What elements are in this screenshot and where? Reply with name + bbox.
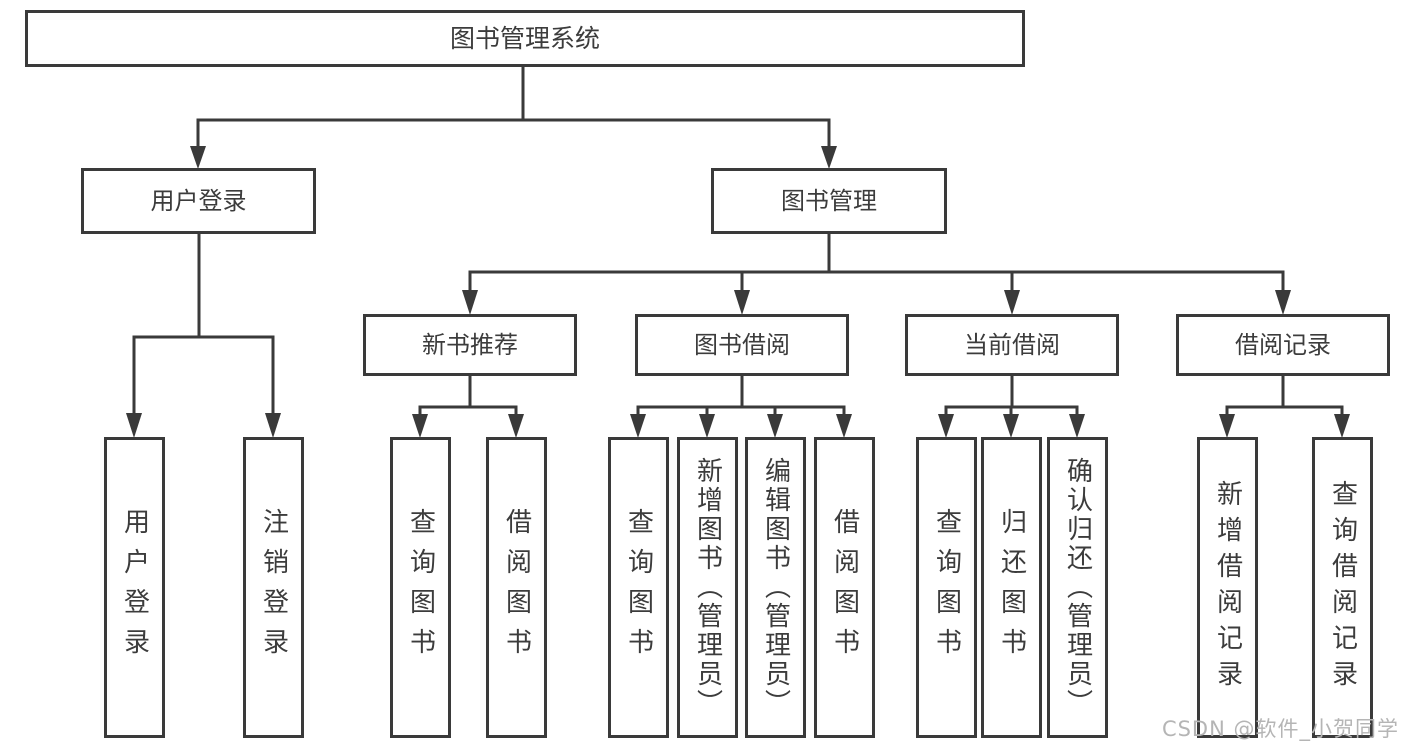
node-current-borrow: 当前借阅 bbox=[905, 314, 1119, 376]
leaf-query-books-borrow: 查询图书 bbox=[608, 437, 669, 738]
leaf-return-books: 归还图书 bbox=[981, 437, 1042, 738]
node-root-system: 图书管理系统 bbox=[25, 10, 1025, 67]
node-book-borrow: 图书借阅 bbox=[635, 314, 849, 376]
leaf-add-borrow-record: 新增借阅记录 bbox=[1197, 437, 1258, 738]
leaf-add-books-admin: 新增图书（管理员） bbox=[677, 437, 738, 738]
leaf-query-books-current: 查询图书 bbox=[916, 437, 977, 738]
leaf-query-borrow-record: 查询借阅记录 bbox=[1312, 437, 1373, 738]
leaf-confirm-return-admin: 确认归还（管理员） bbox=[1047, 437, 1108, 738]
node-borrow-records: 借阅记录 bbox=[1176, 314, 1390, 376]
node-user-login: 用户登录 bbox=[81, 168, 316, 234]
leaf-query-books-recommend: 查询图书 bbox=[390, 437, 451, 738]
csdn-watermark: CSDN @软件_小贺同学 bbox=[1161, 717, 1399, 741]
leaf-borrow-books-recommend: 借阅图书 bbox=[486, 437, 547, 738]
leaf-logout: 注销登录 bbox=[243, 437, 304, 738]
node-new-book-recommend: 新书推荐 bbox=[363, 314, 577, 376]
leaf-user-login: 用户登录 bbox=[104, 437, 165, 738]
node-book-management: 图书管理 bbox=[711, 168, 947, 234]
leaf-edit-books-admin: 编辑图书（管理员） bbox=[745, 437, 806, 738]
leaf-borrow-books: 借阅图书 bbox=[814, 437, 875, 738]
